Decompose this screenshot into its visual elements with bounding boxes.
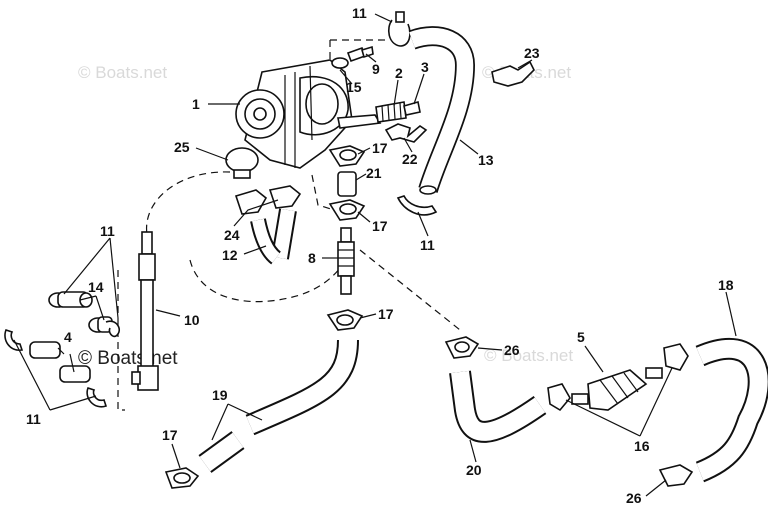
- leader-11-right: [417, 211, 429, 237]
- leader-10: [155, 309, 181, 317]
- leader-11-top: [374, 13, 393, 23]
- leader-18: [725, 291, 737, 337]
- leader-11-left-bottom: [13, 339, 97, 411]
- clip-22: [384, 123, 428, 143]
- fuel-pump: [235, 59, 382, 169]
- clamp-17-b-hole: [339, 203, 357, 215]
- callout-18: 18: [718, 277, 734, 293]
- fuel-line-10: [131, 231, 159, 391]
- callout-11-right: 11: [420, 237, 435, 253]
- hose-20: [449, 370, 547, 443]
- clamp-11-top: [387, 11, 411, 47]
- callout-11-top: 11: [352, 5, 367, 21]
- callout-24: 24: [224, 227, 240, 243]
- left-part-group: [4, 291, 121, 408]
- clamp-17-a-hole: [339, 149, 357, 161]
- leader-17-b: [357, 211, 371, 223]
- callout-11-left-top: 11: [100, 223, 115, 239]
- clamp-11-right: [396, 195, 438, 216]
- callout-9: 9: [372, 61, 380, 77]
- leader-17-d: [171, 443, 181, 469]
- leader-24: [233, 199, 279, 227]
- callout-11-left-bottom: 11: [26, 411, 41, 427]
- clamp-17-d-hole: [173, 472, 191, 484]
- leader-13: [459, 139, 479, 155]
- leader-14: [79, 295, 105, 321]
- leader-22: [403, 137, 413, 153]
- inline-filter-8: [337, 227, 355, 295]
- callout-1: 1: [192, 96, 200, 112]
- leader-26-a: [477, 347, 503, 351]
- leader-3: [413, 73, 425, 105]
- leader-11-left-top: [63, 237, 119, 319]
- fuel-filter-5: [571, 367, 663, 411]
- callout-22: 22: [402, 151, 418, 167]
- callout-16: 16: [634, 438, 650, 454]
- clamp-16-a: [547, 383, 571, 412]
- leader-4: [57, 347, 75, 373]
- callout-17-c: 17: [378, 306, 394, 322]
- leader-12: [243, 245, 267, 255]
- watermark-center-left: © Boats.net: [78, 348, 178, 369]
- clamp-26-a-hole: [454, 341, 470, 353]
- hose-section-21: [337, 171, 357, 197]
- callout-17-d: 17: [162, 427, 178, 443]
- dashed-route-left-loop: [145, 171, 231, 246]
- leader-19: [211, 403, 263, 441]
- leader-2: [393, 79, 399, 107]
- leader-9: [365, 53, 377, 63]
- hose-13: [408, 26, 476, 195]
- callout-2: 2: [395, 65, 403, 81]
- leader-25: [195, 147, 229, 161]
- hose-18: [695, 338, 768, 483]
- washer-15: [331, 57, 349, 69]
- primer-25: [225, 147, 259, 179]
- callout-23: 23: [524, 45, 540, 61]
- leader-15: [339, 69, 353, 85]
- dashed-route-left: [117, 270, 125, 411]
- hose-19: [198, 339, 359, 473]
- leader-26-b: [645, 479, 667, 497]
- callout-5: 5: [577, 329, 585, 345]
- hose-12: [250, 208, 297, 265]
- leader-5: [584, 345, 604, 373]
- clamp-24-a: [234, 189, 268, 215]
- callout-25: 25: [174, 139, 190, 155]
- callout-19: 19: [212, 387, 228, 403]
- hose-fitting-2: [375, 100, 421, 123]
- callout-17-a: 17: [372, 140, 388, 156]
- callout-21: 21: [366, 165, 382, 181]
- callout-20: 20: [466, 462, 482, 478]
- callout-10: 10: [184, 312, 200, 328]
- callout-14: 14: [88, 279, 104, 295]
- leader-20: [469, 439, 477, 463]
- callout-12: 12: [222, 247, 238, 263]
- callout-13: 13: [478, 152, 494, 168]
- clamp-16-b: [663, 343, 689, 371]
- callout-17-b: 17: [372, 218, 388, 234]
- watermark-center-right: © Boats.net: [484, 346, 573, 365]
- watermark-top-left: © Boats.net: [78, 63, 167, 82]
- callout-26-a: 26: [504, 342, 520, 358]
- callout-26-b: 26: [626, 490, 642, 506]
- dashed-route-lower-loop: [189, 249, 351, 303]
- callout-15: 15: [346, 79, 362, 95]
- leader-16: [565, 367, 673, 437]
- clamp-17-c-hole: [336, 314, 354, 326]
- callout-4: 4: [64, 329, 72, 345]
- clamp-26-b: [658, 464, 694, 487]
- clamp-24-b: [268, 185, 302, 209]
- fitting-23: [491, 60, 535, 87]
- leader-21: [355, 173, 367, 181]
- leader-23: [517, 59, 533, 69]
- callout-3: 3: [421, 59, 429, 75]
- screw-9: [346, 45, 374, 63]
- dashed-route-right: [359, 249, 461, 331]
- leader-17-a: [357, 147, 371, 155]
- leader-17-c: [359, 313, 377, 319]
- callout-8: 8: [308, 250, 316, 266]
